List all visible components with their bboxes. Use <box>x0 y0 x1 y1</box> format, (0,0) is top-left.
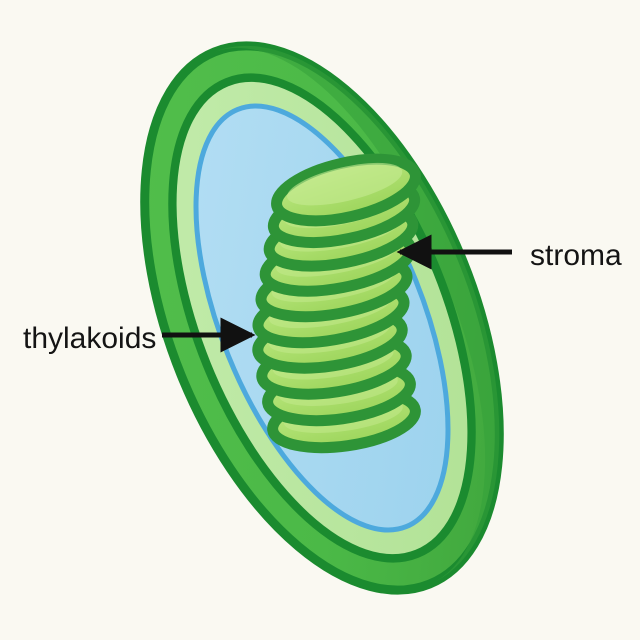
thylakoid-disc <box>271 153 421 227</box>
thylakoids-callout: thylakoids <box>23 317 256 355</box>
stroma-label: stroma <box>530 239 622 272</box>
thylakoid-stack <box>252 153 421 454</box>
thylakoids-label: thylakoids <box>23 322 156 355</box>
intermembrane-stroke <box>168 73 476 563</box>
stroma-callout: stroma <box>396 234 622 272</box>
